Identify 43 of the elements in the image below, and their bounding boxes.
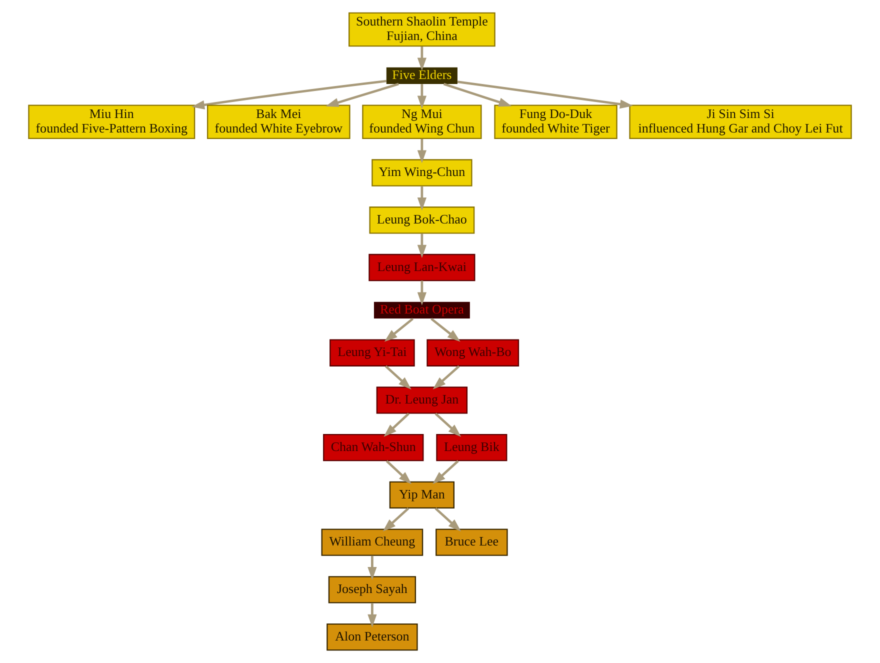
arrow: [384, 318, 414, 342]
arrow: [384, 412, 410, 437]
arrow: [443, 82, 512, 107]
arrow: [191, 80, 387, 110]
node-box: Bruce Lee: [436, 528, 508, 556]
arrow: [417, 46, 426, 71]
arrow: [368, 603, 377, 628]
arrow: [417, 138, 426, 164]
arrow: [457, 80, 634, 109]
node-box: Ng Mui founded Wing Chun: [362, 104, 482, 140]
arrow: [432, 365, 460, 390]
arrow: [382, 508, 410, 532]
node-box: Joseph Sayah: [328, 576, 416, 604]
node-box: Red Boat Opera: [374, 302, 470, 318]
arrow: [368, 556, 377, 580]
node-box: Bak Mei founded White Eyebrow: [206, 104, 350, 140]
node-box: Yim Wing-Chun: [372, 159, 472, 186]
node-box: Leung Lan-Kwai: [368, 254, 476, 282]
node-box: Fung Do-Duk founded White Tiger: [494, 104, 618, 140]
node-box: Leung Bok-Chao: [369, 206, 475, 234]
node-box: Alon Peterson: [326, 623, 418, 651]
arrow: [417, 280, 426, 306]
arrow: [326, 82, 399, 107]
node-box: Yip Man: [389, 481, 454, 509]
node-box: Wong Wah-Bo: [426, 339, 520, 366]
node-box: Five Elders: [386, 67, 458, 84]
arrow: [417, 234, 426, 258]
node-box: William Cheung: [321, 528, 424, 556]
node-box: Miu Hin founded Five-Pattern Boxing: [28, 104, 196, 140]
node-box: Leung Bik: [436, 434, 508, 462]
node-box: Dr. Leung Jan: [376, 386, 468, 414]
node-box: Southern Shaolin Temple Fujian, China: [348, 12, 496, 47]
arrow: [386, 460, 412, 484]
node-box: Leung Yi-Tai: [330, 339, 415, 366]
arrow: [432, 460, 459, 484]
arrow: [434, 508, 462, 532]
node-box: Ji Sin Sim Si influenced Hung Gar and Choy Lei Fut: [629, 104, 852, 140]
arrow: [417, 84, 426, 109]
arrow: [385, 365, 412, 390]
arrow: [434, 412, 462, 437]
node-box: Chan Wah-Shun: [323, 434, 424, 462]
arrow: [430, 318, 460, 342]
arrow: [417, 186, 426, 211]
